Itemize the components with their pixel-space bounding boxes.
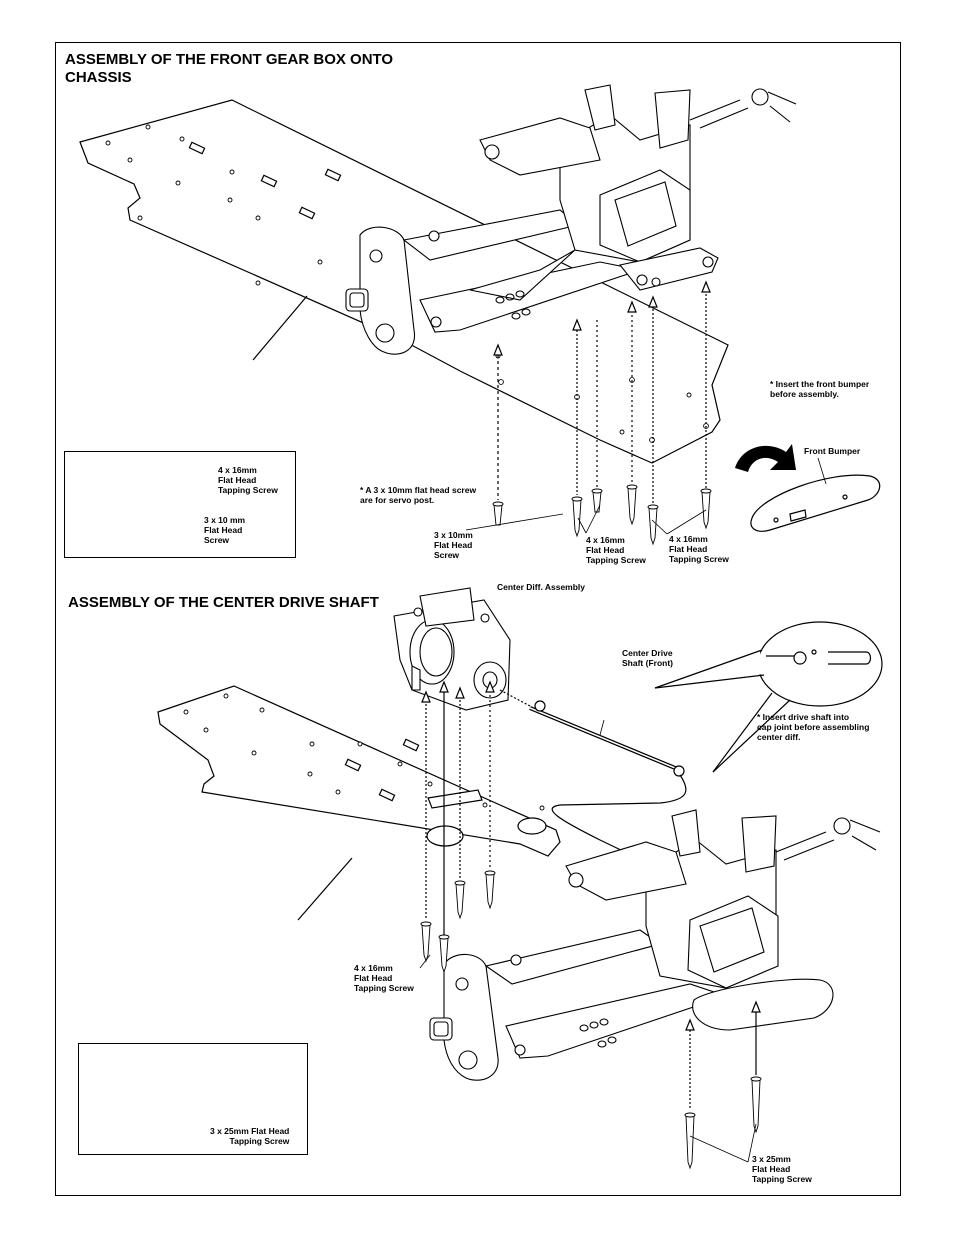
- section2-title: ASSEMBLY OF THE CENTER DRIVE SHAFT: [68, 594, 379, 611]
- rotate-arrow-icon: [735, 444, 796, 472]
- screws-section-2: [420, 870, 762, 1170]
- center-diff-label: Center Diff. Assembly: [497, 582, 586, 592]
- front-bumper-part: [750, 474, 881, 532]
- section1-title-line2: CHASSIS: [65, 69, 132, 86]
- drive-shaft-label: Center Drive Shaft (Front): [622, 648, 673, 668]
- note-front-bumper: * Insert the front bumper before assembl…: [770, 379, 870, 399]
- center-diff-assembly: [393, 587, 511, 711]
- screw-legend-box-2: [78, 1043, 308, 1155]
- legend-icons: [77, 461, 246, 1126]
- page-frame: [55, 42, 901, 1196]
- chassis-holes-2: [183, 693, 545, 811]
- screws-section-1: [492, 484, 712, 546]
- screw-3x25-label: 3 x 25mm Flat Head Tapping Screw: [752, 1154, 812, 1184]
- gearbox-assembly-2: [429, 809, 881, 1081]
- screw-4x16-label-b: 4 x 16mm Flat Head Tapping Screw: [669, 534, 729, 564]
- screw-4x16-label-2: 4 x 16mm Flat Head Tapping Screw: [354, 963, 414, 993]
- note-servo-post: * A 3 x 10mm flat head screw are for ser…: [360, 485, 477, 505]
- screw-3x10-label: 3 x 10mm Flat Head Screw: [434, 530, 473, 560]
- section1-title-line1: ASSEMBLY OF THE FRONT GEAR BOX ONTO: [65, 51, 394, 68]
- legend2-item2-label: 3 x 25mm Flat Head Tapping Screw: [210, 1126, 290, 1146]
- detail-callout: [654, 621, 883, 773]
- screw-paths-1: [497, 290, 707, 505]
- legend1-item1-label: 4 x 16mm Flat Head Tapping Screw: [218, 465, 278, 495]
- screw-legend-box-1: [64, 451, 296, 558]
- legend1-item2-label: 3 x 10 mm Flat Head Screw: [204, 515, 246, 545]
- chassis-plate-2: [157, 685, 561, 857]
- screw-4x16-label-a: 4 x 16mm Flat Head Tapping Screw: [586, 535, 646, 565]
- screw-paths-2: [425, 690, 757, 1110]
- front-bumper-label: Front Bumper: [804, 446, 861, 456]
- chassis-plate-1: [79, 99, 729, 464]
- section1-title: ASSEMBLY OF THE FRONT GEAR BOX ONTO CHAS…: [65, 51, 393, 87]
- center-drive-shaft: [499, 689, 687, 853]
- gearbox-assembly-1: [345, 84, 797, 355]
- note-drive-shaft: * Insert drive shaft into cap joint befo…: [757, 712, 870, 742]
